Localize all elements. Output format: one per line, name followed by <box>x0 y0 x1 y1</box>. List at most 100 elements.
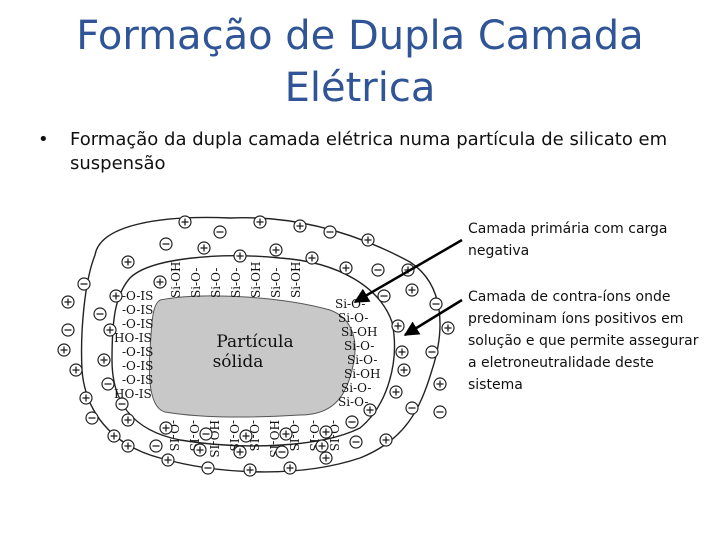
surface-group-top: Si-OH <box>289 262 303 298</box>
positive-ion-icon <box>57 343 71 357</box>
surface-group-bottom: -O-IS <box>227 420 241 451</box>
negative-ion-icon <box>85 411 99 425</box>
positive-ion-icon <box>319 451 333 465</box>
positive-ion-icon <box>97 353 111 367</box>
negative-ion-icon <box>405 401 419 415</box>
negative-ion-icon <box>61 323 75 337</box>
surface-group-top: Si-OH <box>249 262 263 298</box>
positive-ion-icon <box>293 219 307 233</box>
slide-title: Formação de Dupla Camada Elétrica <box>0 10 720 114</box>
positive-ion-icon <box>391 319 405 333</box>
positive-ion-icon <box>315 439 329 453</box>
negative-ion-icon <box>77 277 91 291</box>
positive-ion-icon <box>153 275 167 289</box>
positive-ion-icon <box>397 363 411 377</box>
positive-ion-icon <box>193 443 207 457</box>
surface-group-right: Si-O- <box>338 311 368 325</box>
negative-ion-icon <box>429 297 443 311</box>
negative-ion-icon <box>371 263 385 277</box>
surface-groups-top: Si-OH Si-O- Si-O- Si-O- Si-OH Si-O- Si-OH <box>169 262 303 298</box>
positive-ion-icon <box>103 323 117 337</box>
positive-ion-icon <box>269 243 283 257</box>
surface-group-left: -O-IS <box>122 289 153 303</box>
surface-group-right: Si-O- <box>344 339 374 353</box>
surface-group-left: -O-IS <box>122 317 153 331</box>
positive-ion-icon <box>441 321 455 335</box>
negative-ion-icon <box>433 405 447 419</box>
negative-ion-icon <box>275 445 289 459</box>
surface-group-bottom: -O-IS <box>247 420 261 451</box>
positive-ion-icon <box>283 461 297 475</box>
negative-ion-icon <box>201 461 215 475</box>
surface-group-right: Si-O- <box>338 395 368 409</box>
arrow-counter-ion-layer <box>403 298 463 337</box>
surface-group-bottom: -O-IS <box>287 420 301 451</box>
positive-ion-icon <box>243 463 257 477</box>
positive-ion-icon <box>395 345 409 359</box>
surface-group-top: Si-O- <box>229 268 243 298</box>
title-line-1: Formação de Dupla Camada <box>76 13 644 59</box>
negative-ion-icon <box>101 377 115 391</box>
surface-group-right: Si-O- <box>347 353 377 367</box>
surface-group-bottom: -O-IS <box>187 420 201 451</box>
negative-ion-icon <box>349 435 363 449</box>
surface-group-top: Si-O- <box>209 268 223 298</box>
positive-ion-icon <box>178 215 192 229</box>
positive-ion-icon <box>389 385 403 399</box>
surface-group-top: Si-O- <box>269 268 283 298</box>
negative-ion-icon <box>149 439 163 453</box>
positive-ion-icon <box>433 377 447 391</box>
positive-ion-icon <box>121 413 135 427</box>
negative-ion-icon <box>115 397 129 411</box>
bullet-item: • Formação da dupla camada elétrica numa… <box>38 128 698 176</box>
positive-ion-icon <box>379 433 393 447</box>
surface-group-top: Si-OH <box>169 262 183 298</box>
positive-ion-icon <box>107 429 121 443</box>
surface-group-left: HO-IS <box>114 331 152 345</box>
solid-particle <box>148 295 356 418</box>
positive-ion-icon <box>109 289 123 303</box>
surface-group-left: -O-IS <box>122 345 153 359</box>
surface-group-right: Si-OH <box>344 367 380 381</box>
positive-ion-icon <box>121 255 135 269</box>
negative-ion-icon <box>199 427 213 441</box>
positive-ion-icon <box>197 241 211 255</box>
negative-ion-icon <box>345 415 359 429</box>
positive-ion-icon <box>363 403 377 417</box>
positive-ion-icon <box>79 391 93 405</box>
positive-ion-icon <box>319 425 333 439</box>
negative-ion-icon <box>323 225 337 239</box>
surface-group-top: Si-O- <box>189 268 203 298</box>
inner-layer-boundary <box>111 255 396 447</box>
bullet-marker: • <box>38 129 49 150</box>
surface-group-right: Si-OH <box>341 325 377 339</box>
positive-ion-icon <box>233 445 247 459</box>
ion-symbols <box>57 215 455 477</box>
positive-ion-icon <box>233 249 247 263</box>
title-line-2: Elétrica <box>284 65 436 111</box>
positive-ion-icon <box>305 251 319 265</box>
positive-ion-icon <box>161 453 175 467</box>
positive-ion-icon <box>61 295 75 309</box>
bullet-text: Formação da dupla camada elétrica numa p… <box>70 129 668 174</box>
surface-group-left: HO-IS <box>114 387 152 401</box>
positive-ion-icon <box>361 233 375 247</box>
positive-ion-icon <box>159 421 173 435</box>
positive-ion-icon <box>121 439 135 453</box>
positive-ion-icon <box>253 215 267 229</box>
negative-ion-icon <box>213 225 227 239</box>
negative-ion-icon <box>93 307 107 321</box>
positive-ion-icon <box>339 261 353 275</box>
particle-label-line-2: sólida <box>213 352 264 372</box>
negative-ion-icon <box>425 345 439 359</box>
note-counter-ion-layer: Camada de contra-íons onde predominam ío… <box>468 289 699 393</box>
positive-ion-icon <box>279 427 293 441</box>
positive-ion-icon <box>405 283 419 297</box>
negative-ion-icon <box>377 289 391 303</box>
surface-group-left: -O-IS <box>122 303 153 317</box>
surface-group-left: -O-IS <box>122 373 153 387</box>
